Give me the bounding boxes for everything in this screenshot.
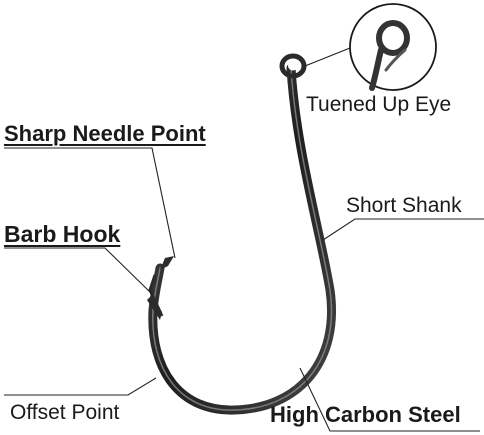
hook-point-barb: [147, 256, 174, 320]
leader-line-needle-point: [4, 147, 176, 259]
label-offset-point: Offset Point: [10, 401, 120, 424]
leader-line-short-shank: [322, 218, 484, 241]
hook-eye: [279, 53, 307, 79]
magnifier-circle: [349, 3, 437, 91]
label-high-carbon-steel: High Carbon Steel: [270, 402, 461, 427]
leader-line-offset-point: [4, 377, 157, 396]
leader-line-carbon-steel: [299, 367, 480, 432]
label-barb-hook: Barb Hook: [4, 221, 121, 247]
label-short-shank: Short Shank: [346, 194, 462, 217]
hook-body: [148, 63, 336, 415]
leader-line-barb-hook: [4, 247, 153, 295]
leader-line-eye: [304, 47, 351, 67]
label-sharp-needle-point: Sharp Needle Point: [4, 121, 206, 146]
label-tuened-up-eye: Tuened Up Eye: [306, 93, 452, 116]
